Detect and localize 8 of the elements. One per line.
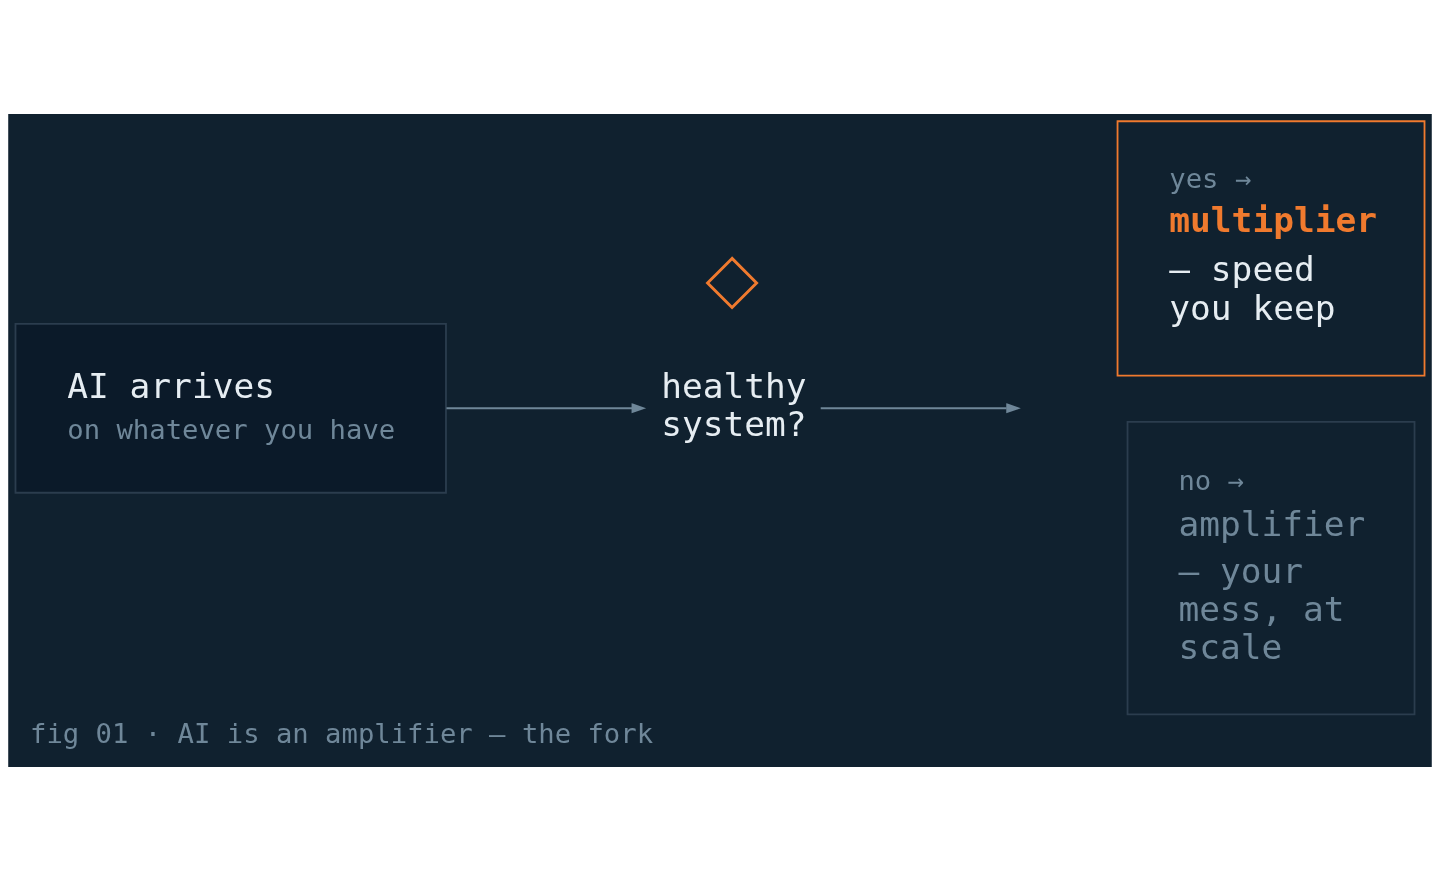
arrow (445, 402, 647, 413)
caption: fig 01 · AI is an amplifier — the fork (29, 717, 654, 749)
node-diamond (705, 255, 759, 309)
node-box: yes → multiplier — speed you keep (1116, 119, 1426, 376)
arrow (819, 402, 1021, 413)
node-box: AI arrives on whatever you have (14, 322, 447, 494)
node-text: healthy system? (661, 365, 807, 444)
node-box: no → amplifier — your mess, at scale (1126, 420, 1416, 715)
